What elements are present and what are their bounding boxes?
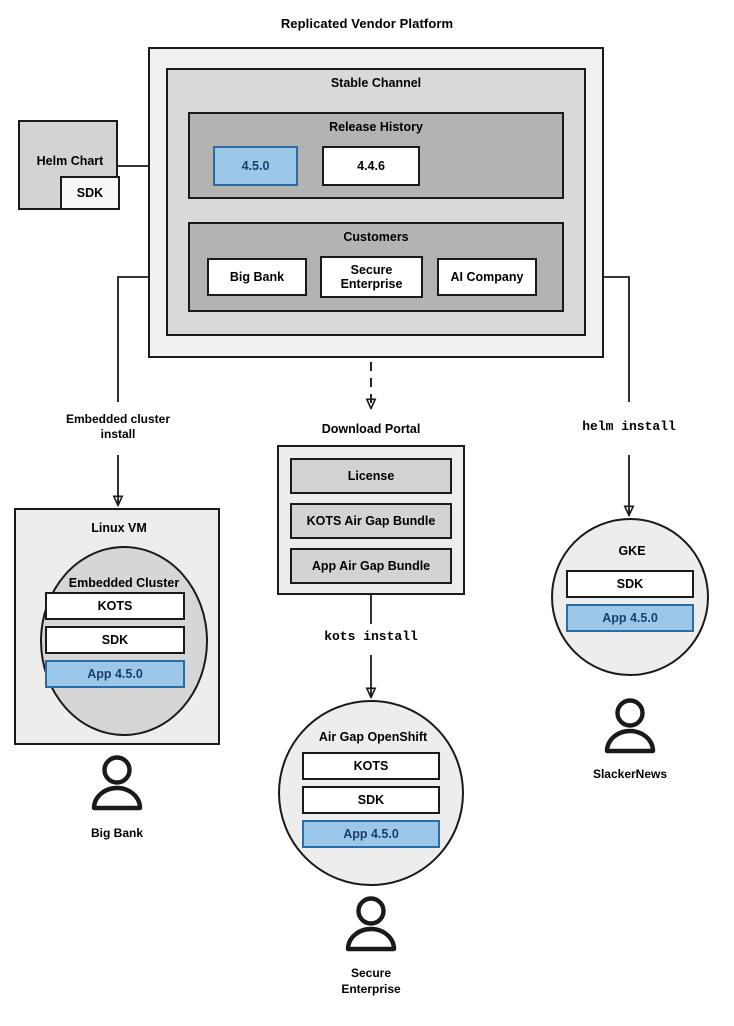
person-label-secure-enterprise: Secure Enterprise	[291, 966, 451, 997]
linuxvm-component-sdk[interactable]: SDK	[45, 626, 185, 654]
release-history-label: Release History	[329, 120, 423, 134]
caption-embedded-cluster-install: Embedded cluster install	[38, 412, 198, 443]
caption-embedded-line2: install	[100, 427, 136, 442]
portal-artifact-kots-air-gap-bundle[interactable]: KOTS Air Gap Bundle	[290, 503, 452, 539]
person-label-secure-line1: Secure	[350, 966, 392, 980]
linux-vm-label: Linux VM	[91, 521, 147, 535]
person-icon	[345, 896, 397, 952]
release-chip-4-4-6[interactable]: 4.4.6	[322, 146, 420, 186]
airgap-component-kots[interactable]: KOTS	[302, 752, 440, 780]
linuxvm-component-app[interactable]: App 4.5.0	[45, 660, 185, 688]
helm-chart-label: Helm Chart	[36, 154, 104, 168]
person-label-slackernews: SlackerNews	[592, 767, 668, 781]
download-portal-label: Download Portal	[321, 422, 421, 436]
customer-secure-line2: Enterprise	[340, 277, 403, 291]
gke-component-app[interactable]: App 4.5.0	[566, 604, 694, 632]
linuxvm-component-kots[interactable]: KOTS	[45, 592, 185, 620]
helm-chart-sdk-chip[interactable]: SDK	[60, 176, 120, 210]
person-icon	[604, 698, 656, 754]
gke-component-sdk[interactable]: SDK	[566, 570, 694, 598]
caption-embedded-line1: Embedded cluster	[65, 412, 171, 426]
caption-kots-install: kots install	[324, 629, 418, 644]
customer-chip-secure-enterprise[interactable]: Secure Enterprise	[320, 256, 423, 298]
diagram-title: Replicated Vendor Platform	[280, 16, 454, 31]
airgap-component-app[interactable]: App 4.5.0	[302, 820, 440, 848]
caption-helm-install: helm install	[582, 419, 676, 434]
embedded-cluster-label: Embedded Cluster	[68, 576, 180, 590]
stable-channel-label: Stable Channel	[330, 76, 422, 90]
portal-artifact-license[interactable]: License	[290, 458, 452, 494]
gke-label: GKE	[618, 544, 646, 558]
customer-secure-line1: Secure	[350, 263, 393, 277]
customer-chip-ai-company[interactable]: AI Company	[437, 258, 537, 296]
release-chip-4-5-0[interactable]: 4.5.0	[213, 146, 298, 186]
customer-chip-big-bank[interactable]: Big Bank	[207, 258, 307, 296]
airgap-component-sdk[interactable]: SDK	[302, 786, 440, 814]
person-label-big-bank: Big Bank	[90, 826, 143, 840]
airgap-openshift-label: Air Gap OpenShift	[318, 730, 428, 744]
person-label-secure-line2: Enterprise	[341, 981, 401, 996]
person-icon	[91, 755, 143, 811]
customers-label: Customers	[343, 230, 409, 244]
portal-artifact-app-air-gap-bundle[interactable]: App Air Gap Bundle	[290, 548, 452, 584]
